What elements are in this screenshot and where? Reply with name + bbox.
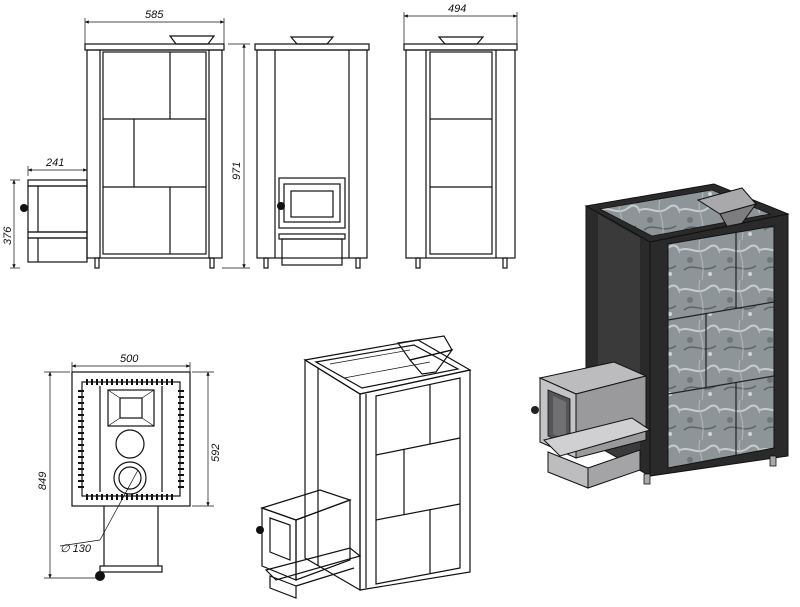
side-view	[254, 36, 370, 269]
front-view: 585 241 376	[2, 9, 250, 269]
dim-flue-diameter: ∅ 130	[60, 543, 92, 555]
dim-plan-depth-total: 849	[37, 472, 49, 490]
dim-firebox-height: 376	[2, 226, 14, 245]
dim-plan-width: 500	[120, 353, 139, 365]
isometric-shaded-view	[531, 183, 790, 489]
dim-height: 971	[231, 162, 243, 180]
vent-slots	[78, 379, 184, 500]
dim-firebox-extension: 241	[45, 157, 64, 169]
dim-plan-depth-inner: 592	[210, 444, 222, 462]
dim-front-width: 585	[145, 9, 164, 21]
dim-side-width: 494	[448, 3, 466, 15]
rear-view: 494	[403, 3, 518, 269]
isometric-line-view	[256, 335, 472, 599]
plan-view: 500 849	[37, 353, 222, 581]
